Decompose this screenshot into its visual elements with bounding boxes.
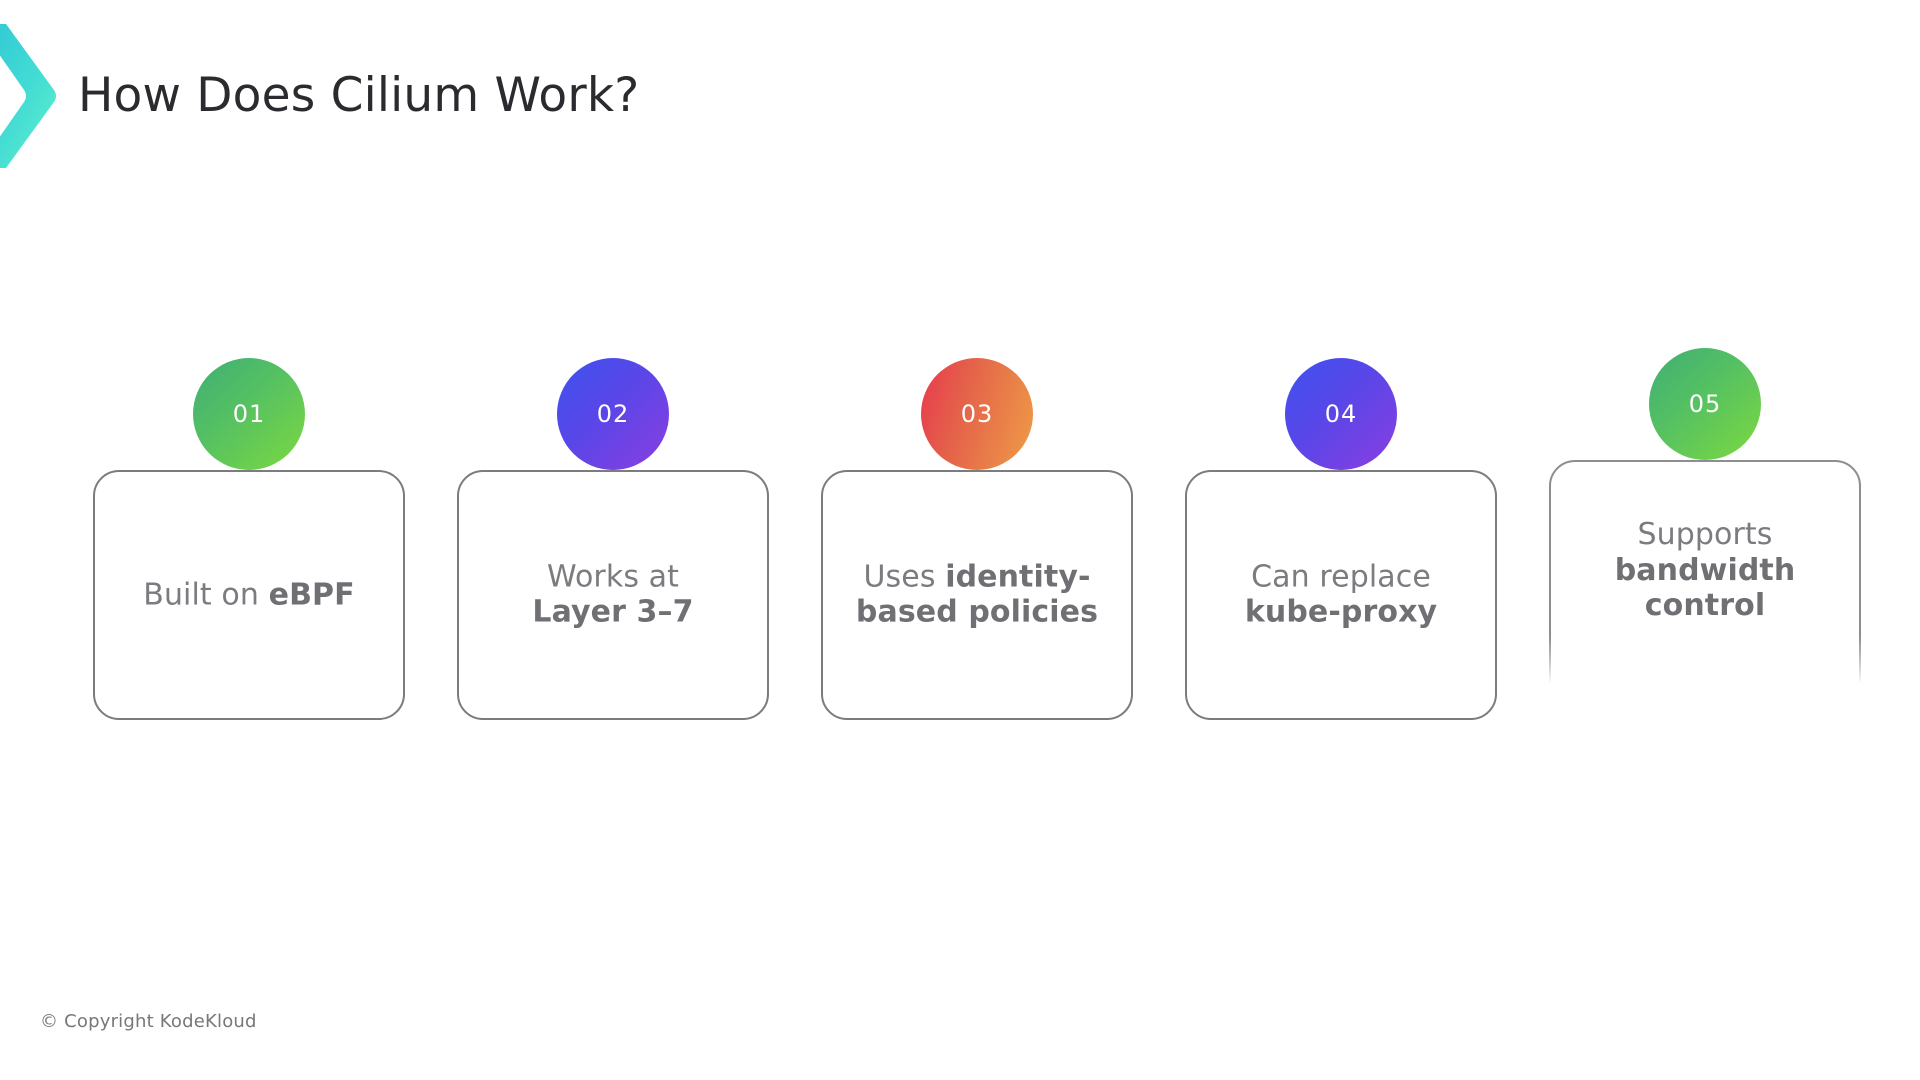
step-number-badge-05: 05	[1649, 348, 1761, 460]
step-text-lead: Can replace	[1251, 559, 1431, 595]
step-number-badge-02: 02	[557, 358, 669, 470]
step-text-01: Built on eBPF	[95, 577, 403, 612]
step-text-03: Uses identity-based policies	[823, 560, 1131, 631]
step-number-label: 04	[1324, 400, 1358, 428]
step-text-lead: Supports	[1637, 517, 1773, 553]
step-text-emphasis: identity-based policies	[855, 559, 1099, 630]
step-number-badge-01: 01	[193, 358, 305, 470]
step-text-emphasis: kube-proxy	[1244, 595, 1438, 630]
step-text-emphasis: bandwidth control	[1614, 552, 1796, 623]
step-number-label: 02	[596, 400, 630, 428]
step-text-lead: Works at	[546, 559, 680, 595]
step-text-lead: Uses	[863, 559, 946, 595]
step-text-emphasis: Layer 3–7	[532, 595, 694, 630]
step-number-label: 03	[960, 400, 994, 428]
step-number-badge-04: 04	[1285, 358, 1397, 470]
chevron-logo-icon	[0, 20, 58, 172]
step-item-03[interactable]: 03 Uses identity-based policies	[821, 358, 1133, 738]
step-card-01[interactable]: Built on eBPF	[93, 470, 405, 720]
page-title: How Does Cilium Work?	[78, 68, 640, 123]
footer-copyright: © Copyright KodeKloud	[40, 1011, 257, 1032]
step-text-lead: Built on	[143, 577, 269, 613]
step-number-label: 01	[232, 400, 266, 428]
step-text-emphasis: eBPF	[268, 577, 355, 613]
step-item-01[interactable]: 01 Built on eBPF	[93, 358, 405, 738]
step-card-03[interactable]: Uses identity-based policies	[821, 470, 1133, 720]
step-number-label: 05	[1688, 390, 1722, 418]
step-number-badge-03: 03	[921, 358, 1033, 470]
